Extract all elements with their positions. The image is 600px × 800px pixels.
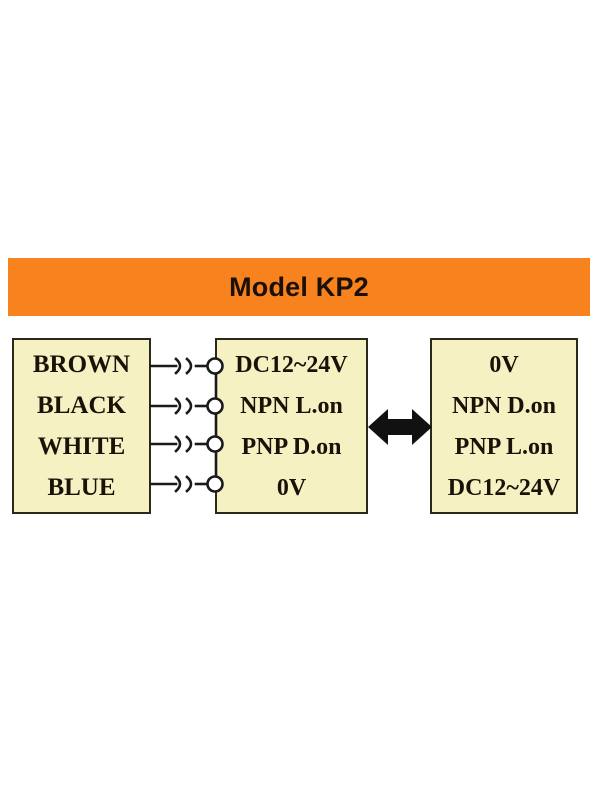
wire-break-icon: [185, 435, 193, 453]
wire-break-icon: [174, 397, 182, 415]
wire-break-icon: [185, 475, 193, 493]
wire-break-icon: [174, 435, 182, 453]
npn-signal-row: 0V: [276, 474, 307, 501]
pnp-signal-row: NPN D.on: [451, 392, 556, 419]
npn-configuration-box: DC12~24V NPN L.on PNP D.on 0V: [215, 338, 368, 514]
model-title-band: Model KP2: [8, 258, 590, 316]
page-title: Model KP2: [229, 271, 369, 302]
npn-signal-row: DC12~24V: [235, 351, 348, 378]
npn-signal-row: PNP D.on: [241, 433, 342, 460]
npn-signal-row: NPN L.on: [240, 392, 343, 419]
wire-break-icon: [185, 357, 193, 375]
wire-break-icon: [185, 397, 193, 415]
wire-color-row: BLUE: [47, 474, 116, 501]
wire-color-row: BROWN: [32, 351, 131, 378]
wire-break-icon: [174, 475, 182, 493]
wire-break-icon: [174, 357, 182, 375]
double-headed-arrow-icon: [368, 409, 432, 445]
wire-color-row: WHITE: [37, 433, 126, 460]
pnp-signal-row: DC12~24V: [447, 474, 561, 501]
pnp-configuration-box: 0V NPN D.on PNP L.on DC12~24V: [430, 338, 578, 514]
wire-colors-box: BROWN BLACK WHITE BLUE: [12, 338, 151, 514]
wire-color-row: BLACK: [37, 392, 126, 419]
pnp-signal-row: 0V: [489, 351, 519, 378]
pnp-signal-row: PNP L.on: [454, 433, 554, 460]
